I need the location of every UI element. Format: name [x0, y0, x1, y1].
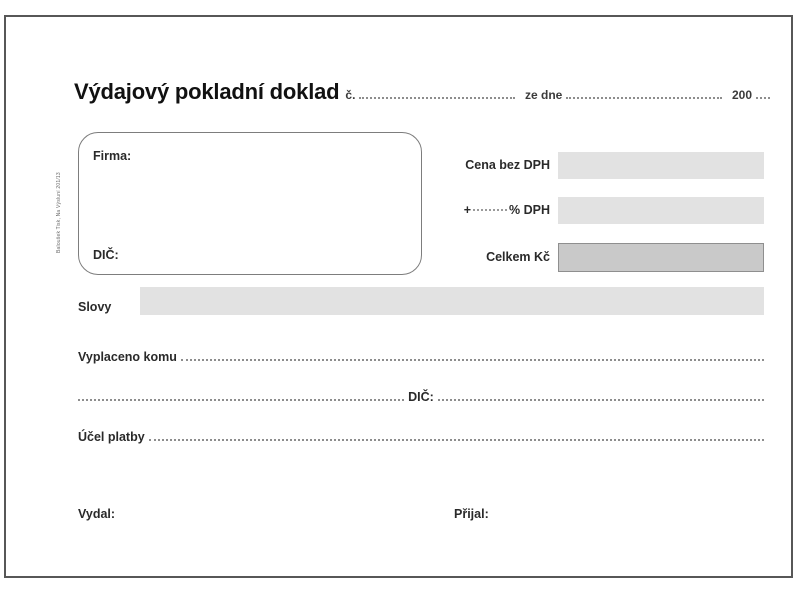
- amount-row-base: Cena bez DPH: [426, 150, 764, 180]
- document-number-input[interactable]: [359, 96, 516, 99]
- document-year-input[interactable]: [756, 96, 770, 99]
- signature-row: Vydal: Přijal:: [78, 507, 764, 529]
- form-frame: Baloušek Tisk, Na Výsluní 201/13 Výdajov…: [4, 15, 793, 578]
- recipient-tax-id-line: DIČ:: [78, 390, 765, 408]
- paid-to-input[interactable]: [180, 358, 764, 361]
- vat-percent-input[interactable]: [473, 208, 508, 211]
- paid-to-label: Vyplaceno komu: [78, 350, 177, 364]
- price-without-vat-field[interactable]: [558, 151, 764, 179]
- amount-in-words-field[interactable]: [140, 287, 764, 315]
- margin-imprint-text: Baloušek Tisk, Na Výsluní 201/13: [56, 172, 62, 253]
- total-amount-field[interactable]: [558, 242, 764, 272]
- party-box[interactable]: Firma: DIČ:: [78, 132, 422, 275]
- recipient-address-input[interactable]: [78, 398, 405, 401]
- document-year-prefix: 200: [731, 88, 752, 102]
- issued-by-label: Vydal:: [78, 507, 116, 521]
- payment-purpose-line: Účel platby: [78, 430, 764, 448]
- vat-plus-sign: +: [463, 203, 472, 217]
- amount-in-words-row: Slovy: [78, 287, 764, 317]
- document-header: Výdajový pokladní doklad č. ze dne 200: [74, 79, 774, 113]
- vat-percent-label: + % DPH: [426, 203, 558, 217]
- payment-purpose-input[interactable]: [148, 438, 764, 441]
- amount-row-vat: + % DPH: [426, 195, 764, 225]
- amount-in-words-label: Slovy: [78, 300, 115, 314]
- document-number-label: č.: [345, 88, 356, 102]
- price-without-vat-label: Cena bez DPH: [465, 158, 550, 172]
- page-title: Výdajový pokladní doklad: [74, 79, 340, 104]
- document-date-label: ze dne: [525, 88, 563, 102]
- total-amount-label: Celkem Kč: [486, 250, 550, 264]
- amount-row-total: Celkem Kč: [426, 242, 764, 272]
- paid-to-line: Vyplaceno komu: [78, 350, 764, 368]
- payment-purpose-label: Účel platby: [78, 430, 145, 444]
- recipient-tax-id-label: DIČ:: [408, 390, 434, 404]
- vat-amount-field[interactable]: [558, 196, 764, 224]
- company-tax-id-label: DIČ:: [93, 248, 119, 262]
- recipient-tax-id-input[interactable]: [437, 398, 765, 401]
- received-by-label: Přijal:: [454, 507, 489, 521]
- company-label: Firma:: [93, 149, 132, 163]
- vat-percent-suffix: % DPH: [509, 203, 550, 217]
- document-date-input[interactable]: [566, 96, 722, 99]
